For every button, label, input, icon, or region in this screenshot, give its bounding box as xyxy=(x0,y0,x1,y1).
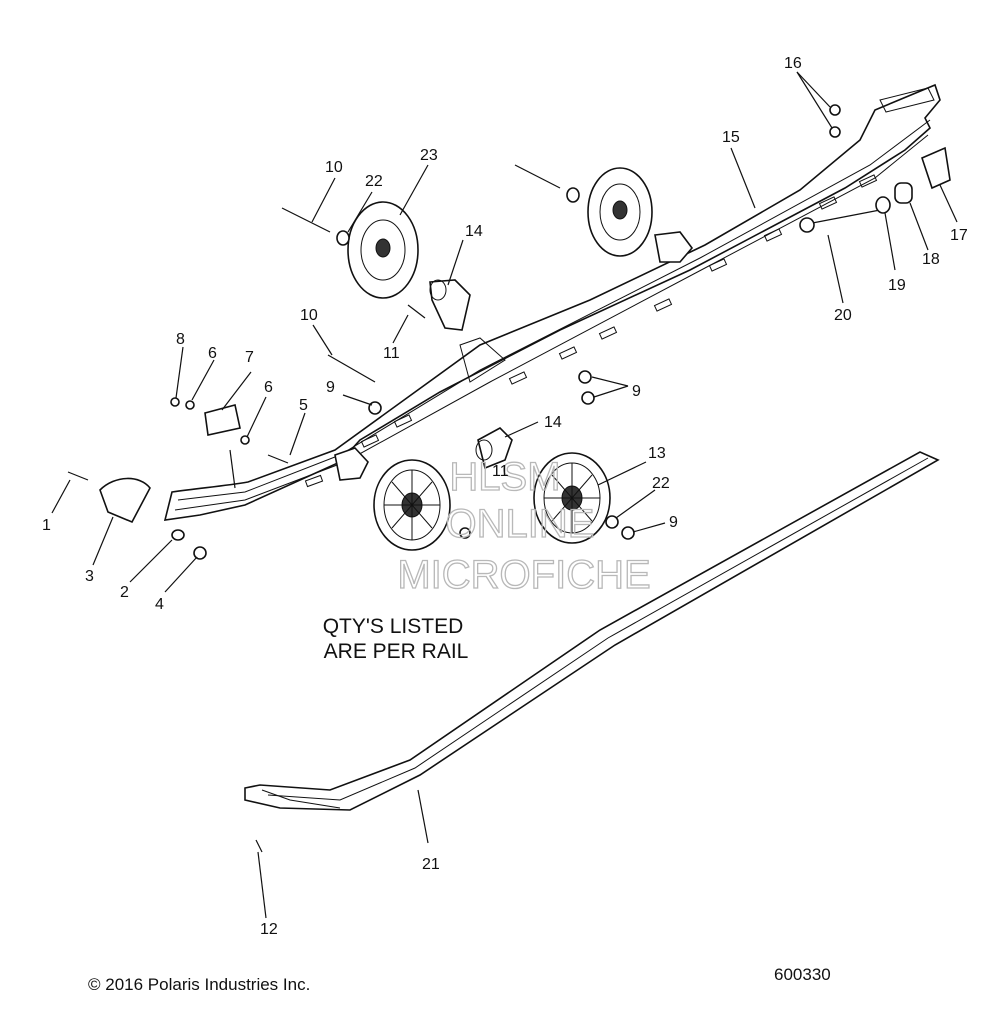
callout-11-lower: 11 xyxy=(492,463,509,480)
callout-14-upper: 14 xyxy=(465,223,483,240)
watermark-line1: HLSM xyxy=(449,455,560,499)
slider-block xyxy=(204,404,241,436)
callout-4: 4 xyxy=(155,596,164,613)
quantity-note: QTY'S LISTED ARE PER RAIL xyxy=(323,615,469,663)
callout-20: 20 xyxy=(834,307,852,324)
callout-1: 1 xyxy=(42,517,51,534)
watermark-line2: ONLINE xyxy=(446,502,595,546)
callout-18: 18 xyxy=(922,251,940,268)
callout-23: 23 xyxy=(420,147,438,164)
watermark-line3: MICROFICHE xyxy=(397,553,650,597)
callout-22-upper: 22 xyxy=(365,173,383,190)
callout-14-lower: 14 xyxy=(544,414,562,431)
idler-wheel-right xyxy=(587,167,653,257)
rail-slots xyxy=(304,174,878,488)
callout-9-upper: 9 xyxy=(326,379,335,396)
watermark: HLSM ONLINE MICROFICHE xyxy=(397,454,652,597)
bumper xyxy=(99,477,151,524)
rear-bracket xyxy=(921,146,951,190)
callout-17: 17 xyxy=(950,227,968,244)
callout-10-lower: 10 xyxy=(300,307,318,324)
bolts xyxy=(67,164,881,853)
slide-rail-frame xyxy=(163,83,941,521)
callout-5: 5 xyxy=(299,397,308,414)
callout-22-lower: 22 xyxy=(652,475,670,492)
callouts: 16 15 10 22 23 14 17 18 19 20 10 11 8 6 … xyxy=(42,55,968,938)
callout-21: 21 xyxy=(422,856,440,873)
callout-19: 19 xyxy=(888,277,906,294)
callout-3: 3 xyxy=(85,568,94,585)
callout-9-right: 9 xyxy=(632,383,641,400)
callout-6-upper: 6 xyxy=(208,345,217,362)
callout-15: 15 xyxy=(722,129,740,146)
callout-6-lower: 6 xyxy=(264,379,273,396)
callout-9-lower: 9 xyxy=(669,514,678,531)
callout-10-upper: 10 xyxy=(325,159,343,176)
callout-13: 13 xyxy=(648,445,666,462)
note-line2: ARE PER RAIL xyxy=(324,640,469,663)
wheel-left xyxy=(373,459,451,551)
figure-number: 600330 xyxy=(774,965,831,984)
callout-12: 12 xyxy=(260,921,278,938)
spacer-upper xyxy=(429,279,471,331)
wear-strip xyxy=(244,451,940,811)
callout-2: 2 xyxy=(120,584,129,601)
wheel-right xyxy=(533,452,611,544)
callout-8: 8 xyxy=(176,331,185,348)
spacer-right xyxy=(654,231,694,263)
idler-wheel-left xyxy=(347,201,419,299)
callout-16: 16 xyxy=(784,55,802,72)
note-line1: QTY'S LISTED xyxy=(323,615,464,638)
spacer-lower xyxy=(475,427,513,470)
callout-11-upper: 11 xyxy=(383,345,400,362)
leader-lines xyxy=(51,71,958,919)
callout-7: 7 xyxy=(245,349,254,366)
copyright-text: © 2016 Polaris Industries Inc. xyxy=(88,975,310,994)
spacer-front xyxy=(334,447,369,481)
